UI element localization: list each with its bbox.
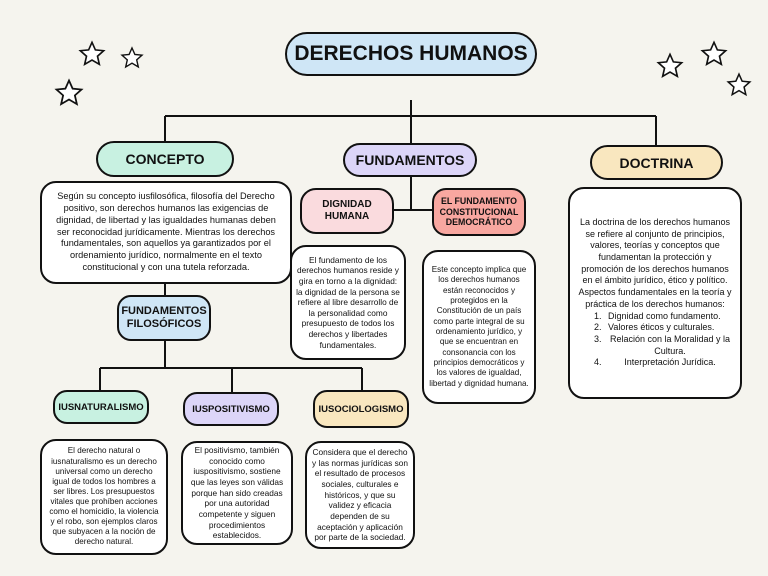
- doctrina-heading: DOCTRINA: [590, 145, 723, 180]
- dignidad-humana-text-box: El fundamento de los derechos humanos re…: [290, 245, 406, 360]
- concepto-text: Según su concepto iusfilosófica, filosof…: [56, 191, 276, 272]
- iusnaturalismo-text-box: El derecho natural o iusnaturalismo es u…: [40, 439, 168, 555]
- iusnaturalismo-text: El derecho natural o iusnaturalismo es u…: [49, 446, 159, 547]
- dignidad-humana-heading: DIGNIDAD HUMANA: [300, 188, 394, 234]
- list-item: Interpretación Jurídica.: [604, 357, 732, 369]
- fundamento-constitucional-heading: EL FUNDAMENTO CONSTITUCIONAL DEMOCRÁTICO: [432, 188, 526, 236]
- iusociologismo-text-box: Considera que el derecho y las normas ju…: [305, 441, 415, 549]
- iuspositivismo-text-box: El positivismo, también conocido como iu…: [181, 441, 293, 545]
- main-title: DERECHOS HUMANOS: [285, 32, 537, 76]
- fundamentos-heading: FUNDAMENTOS: [343, 143, 477, 177]
- list-item: Dignidad como fundamento.: [604, 311, 732, 323]
- star-icon: [54, 78, 84, 106]
- doctrina-aspects-title: Aspectos fundamentales en la teoría y pr…: [578, 287, 732, 309]
- doctrina-aspects-list: Dignidad como fundamento. Valores éticos…: [578, 311, 732, 369]
- concepto-heading: CONCEPTO: [96, 141, 234, 177]
- fundamento-constitucional-text: Este concepto implica que los derechos h…: [429, 264, 529, 388]
- dignidad-humana-text: El fundamento de los derechos humanos re…: [296, 254, 400, 350]
- iuspositivismo-heading: IUSPOSITIVISMO: [183, 392, 279, 426]
- iuspositivismo-text: El positivismo, también conocido como iu…: [190, 445, 284, 541]
- star-icon: [78, 40, 106, 67]
- star-icon: [726, 72, 752, 97]
- star-icon: [656, 52, 684, 79]
- iusociologismo-text: Considera que el derecho y las normas ju…: [312, 447, 408, 543]
- doctrina-text: La doctrina de los derechos humanos se r…: [579, 217, 731, 286]
- concepto-text-box: Según su concepto iusfilosófica, filosof…: [40, 181, 292, 284]
- star-icon: [120, 46, 144, 69]
- iusociologismo-heading: IUSOCIOLOGISMO: [313, 390, 409, 428]
- star-icon: [700, 40, 728, 67]
- list-item: Valores éticos y culturales.: [604, 322, 732, 334]
- fundamentos-filosoficos-heading: FUNDAMENTOS FILOSÓFICOS: [117, 295, 211, 341]
- fundamento-constitucional-text-box: Este concepto implica que los derechos h…: [422, 250, 536, 404]
- doctrina-text-box: La doctrina de los derechos humanos se r…: [568, 187, 742, 399]
- iusnaturalismo-heading: IUSNATURALISMO: [53, 390, 149, 424]
- list-item: Relación con la Moralidad y la Cultura.: [604, 334, 732, 357]
